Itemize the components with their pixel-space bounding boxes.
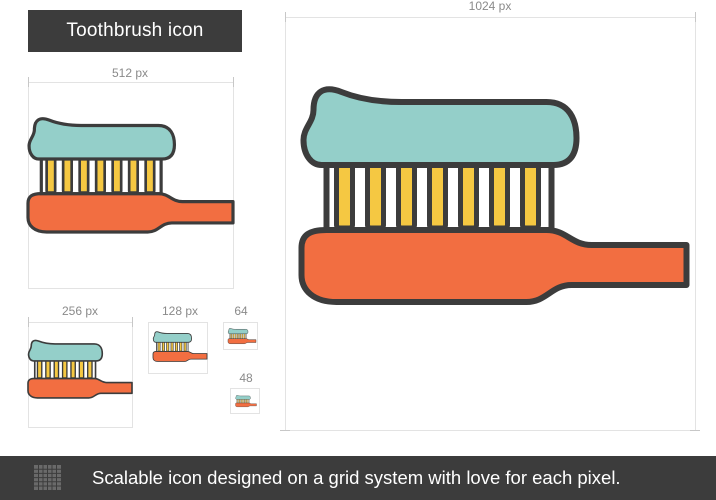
page-title: Toothbrush icon [66,20,204,41]
guide-tick [695,12,696,22]
guide-tick [690,430,700,431]
guide-tick [280,430,290,431]
title-badge: Toothbrush icon [28,10,242,52]
guide-frame-64 [223,322,258,350]
size-label-1024: 1024 px [468,0,512,13]
size-label-512: 512 px [111,66,149,80]
toothbrush-icon-large [292,85,696,305]
guide-tick [28,77,29,87]
guide-tick [233,77,234,87]
guide-tick [285,12,286,22]
grid-icon [34,465,61,490]
guide-frame-1024 [285,17,696,431]
toothbrush-icon-tiny [227,328,257,345]
guide-frame-512 [28,82,234,289]
guide-frame-48 [230,388,260,414]
size-label-64: 64 [234,304,248,318]
footer-tagline: Scalable icon designed on a grid system … [92,467,621,488]
toothbrush-icon-xsmall [152,331,208,362]
footer-bar: Scalable icon designed on a grid system … [0,456,716,500]
guide-tick [28,317,29,327]
guide-frame-128 [148,322,208,374]
size-label-256: 256 px [61,304,99,318]
size-label-128: 128 px [161,304,199,318]
size-label-48: 48 [239,371,253,385]
toothbrush-icon-small [27,339,133,399]
toothbrush-icon-medium [26,117,235,234]
guide-tick [132,317,133,327]
toothbrush-icon-micro [235,395,257,408]
guide-frame-256 [28,322,133,428]
